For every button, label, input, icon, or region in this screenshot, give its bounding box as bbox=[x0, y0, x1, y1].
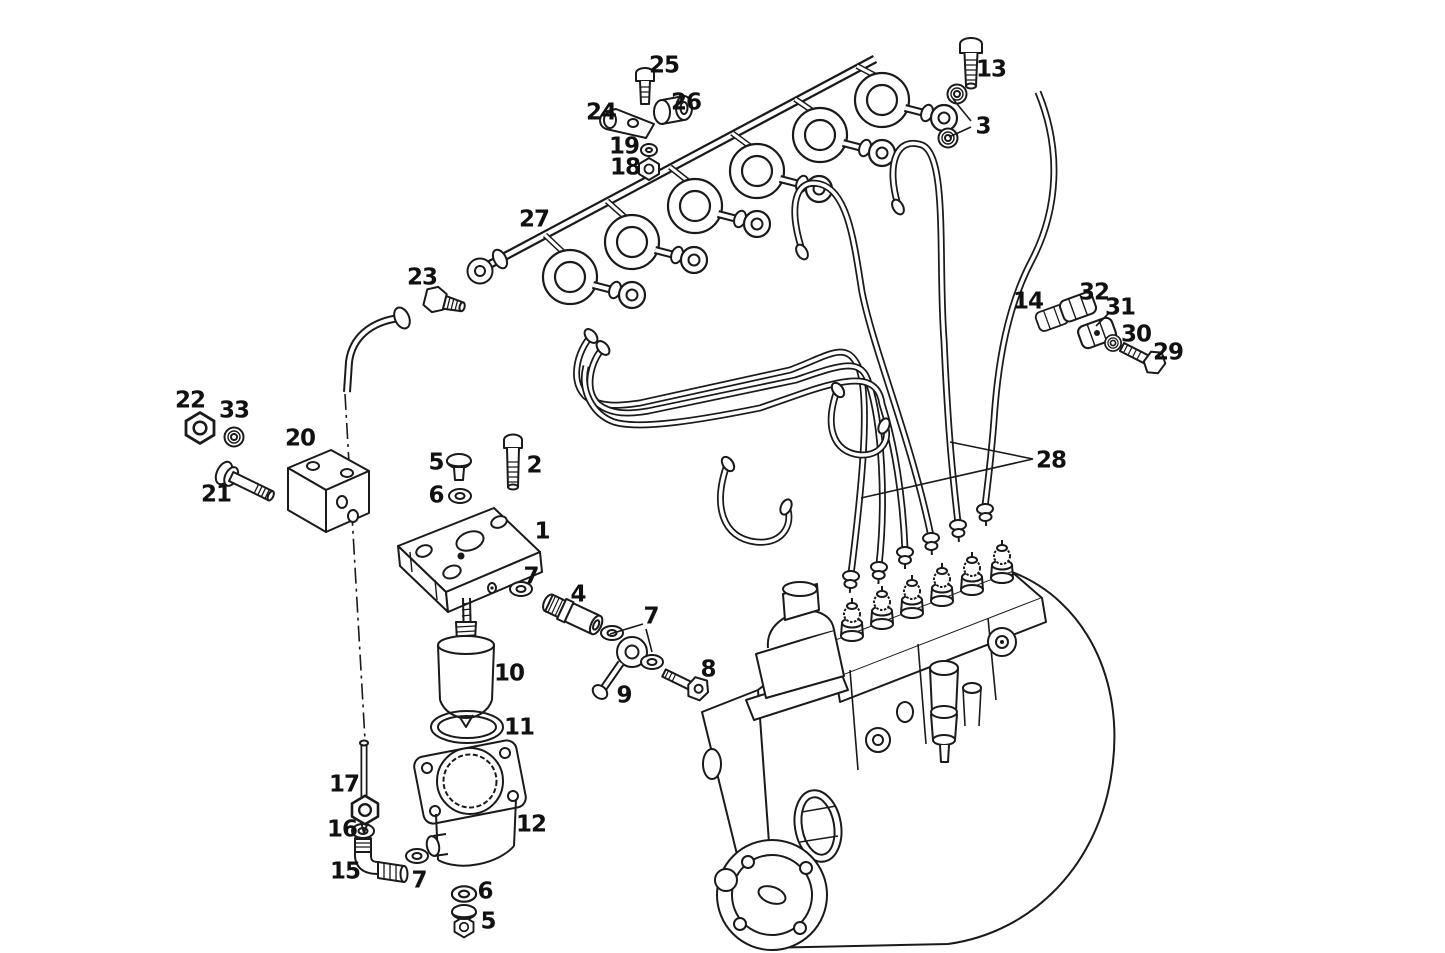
callout-leader-lines bbox=[609, 98, 1110, 653]
injection-pipes-28 bbox=[573, 90, 1058, 595]
leak-off-rail-27 bbox=[466, 55, 878, 285]
clamp-small-parts bbox=[599, 67, 693, 181]
fitting-banjo-group bbox=[509, 581, 710, 702]
loop-pipe-units bbox=[543, 63, 957, 308]
centerline bbox=[344, 393, 367, 758]
solenoid-housing-assembly bbox=[350, 597, 527, 939]
bent-pipe bbox=[343, 306, 411, 393]
banjo-bolt-13-washers-3 bbox=[937, 37, 983, 149]
plug-23 bbox=[422, 285, 466, 314]
injection-pump-body bbox=[701, 539, 1116, 951]
cover-plate-assembly bbox=[397, 433, 543, 613]
pipe-clamps-group bbox=[1033, 289, 1167, 375]
bracket-group bbox=[184, 411, 370, 533]
